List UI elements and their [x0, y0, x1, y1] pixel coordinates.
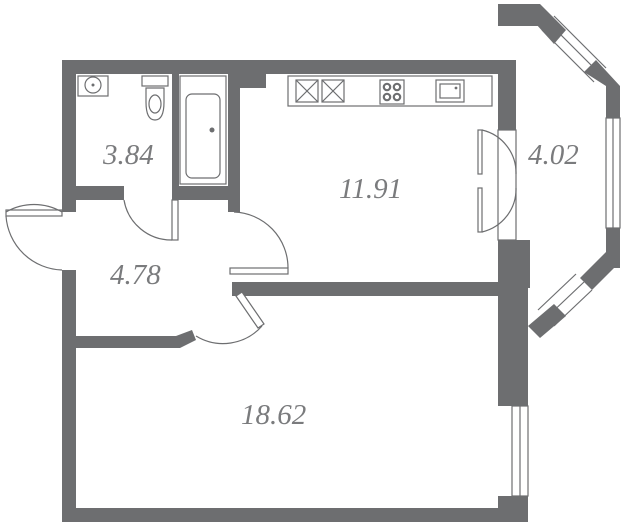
wall-right-c: [498, 288, 528, 406]
sink-icon: [77, 75, 109, 97]
balcony-window-bottom: [537, 273, 593, 327]
balcony-window-right: [605, 117, 621, 229]
wall-hall-living-corner: [176, 330, 196, 348]
balcony-door: [477, 129, 517, 233]
cabinet-icon: [295, 79, 319, 103]
wall-right-a: [498, 60, 516, 130]
wall-bottom: [62, 508, 522, 522]
living-room-window: [511, 405, 529, 497]
wall-kitchen-living: [232, 282, 508, 296]
walls: [62, 4, 620, 522]
wall-kitchen-stub: [240, 74, 266, 88]
wall-right-d: [498, 496, 528, 522]
kitchen-door: [229, 211, 289, 275]
wall-bath-left: [62, 60, 76, 210]
entrance-door: [5, 203, 63, 271]
bathroom-door: [123, 199, 179, 241]
cabinet-icon: [321, 79, 345, 103]
wall-balcony-diag-bottom-2: [528, 304, 566, 338]
wall-bath-bottom-2: [176, 186, 228, 200]
wall-top: [62, 60, 500, 74]
wall-bath-partition: [172, 74, 179, 200]
kitchen-balcony-opening: [497, 129, 517, 241]
wall-bath-kitchen: [228, 74, 240, 212]
wall-hall-left: [62, 270, 76, 522]
living-room-door: [195, 291, 265, 345]
wall-hall-living: [76, 336, 180, 348]
kitchen-fixtures: [287, 75, 493, 107]
windows: [497, 15, 621, 497]
area-labels: 3.84 11.91 4.02 4.78 18.62: [102, 139, 579, 431]
bathroom-area-label: 3.84: [102, 139, 154, 171]
balcony-area-label: 4.02: [528, 139, 579, 171]
wall-balcony-diag-top: [518, 4, 566, 44]
hallway-area-label: 4.78: [110, 259, 161, 291]
bathtub-icon: [179, 75, 227, 185]
stove-icon: [379, 79, 405, 105]
kitchen-area-label: 11.91: [339, 173, 402, 205]
balcony-window-top: [541, 15, 607, 83]
kitchen-sink-icon: [435, 79, 465, 103]
bathroom-fixtures: [77, 75, 227, 185]
toilet-icon: [141, 75, 169, 121]
wall-right-b: [498, 240, 530, 288]
doors: [5, 129, 517, 345]
wall-bath-bottom: [62, 186, 124, 200]
wall-balcony-right-top: [606, 86, 620, 118]
wall-hall-left-top: [62, 200, 76, 212]
wall-balcony-diag-bottom: [580, 252, 620, 290]
living-room-area-label: 18.62: [241, 399, 306, 431]
